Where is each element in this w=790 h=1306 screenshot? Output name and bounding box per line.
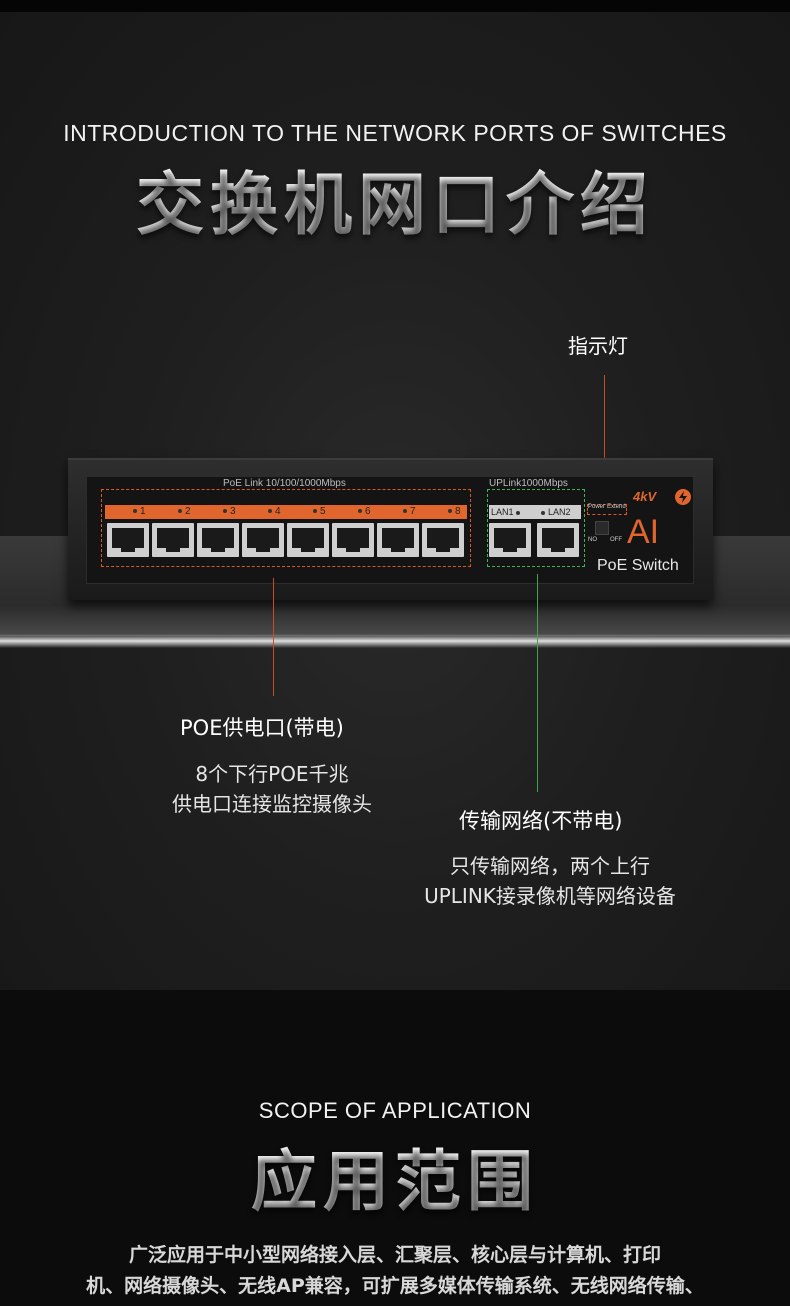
indicator-label: 指示灯 — [568, 334, 628, 358]
uplink-callout-desc-1: 只传输网络，两个上行 — [450, 854, 650, 878]
shelf-glow — [0, 634, 790, 648]
uplink-port — [537, 523, 579, 557]
uplink-group-label: UPLink1000Mbps — [489, 478, 568, 489]
uplink-port-label: LAN2 — [541, 505, 571, 519]
poe-port — [422, 523, 464, 557]
poe-led-strip: 1 2 3 4 5 6 7 8 — [105, 505, 467, 519]
uplink-ports-outline — [487, 489, 585, 567]
intro-en-title: INTRODUCTION TO THE NETWORK PORTS OF SWI… — [63, 120, 727, 146]
indicator-leader-line — [604, 375, 605, 485]
port-number: 7 — [403, 505, 416, 519]
poe-port — [197, 523, 239, 557]
brand-ai: AI — [627, 513, 660, 551]
port-number: 5 — [313, 505, 326, 519]
extend-label: Extend — [607, 504, 626, 510]
poe-port — [242, 523, 284, 557]
poe-ports-outline — [101, 489, 471, 567]
poe-callout-title: POE供电口(带电) — [180, 716, 344, 740]
poe-callout-desc-2: 供电口连接监控摄像头 — [172, 792, 372, 816]
poe-switch-device: PoE Link 10/100/1000Mbps UPLink1000Mbps … — [68, 458, 713, 600]
uplink-port-label: LAN1 — [491, 505, 523, 519]
uplink-callout-desc-2: UPLINK接录像机等网络设备 — [424, 884, 676, 908]
uplink-leader-line — [537, 574, 538, 792]
extend-switch[interactable] — [595, 521, 609, 535]
port-number: 6 — [358, 505, 371, 519]
scope-text-line-1: 广泛应用于中小型网络接入层、汇聚层、核心层与计算机、打印 — [128, 1244, 661, 1266]
front-panel: PoE Link 10/100/1000Mbps UPLink1000Mbps … — [86, 476, 694, 584]
port-number: 2 — [178, 505, 191, 519]
scope-zh-title: 应用范围 — [0, 1142, 790, 1222]
switch-off-label: OFF — [610, 537, 622, 543]
uplink-port — [489, 523, 531, 557]
poe-port — [152, 523, 194, 557]
port-number: 3 — [223, 505, 236, 519]
uplink-callout-title: 传输网络(不带电) — [459, 809, 623, 833]
power-label: Power — [588, 504, 606, 510]
poe-leader-line — [273, 578, 274, 696]
poe-port — [377, 523, 419, 557]
intro-zh-title: 交换机网口介绍 — [0, 164, 790, 248]
port-number: 4 — [268, 505, 281, 519]
switch-on-label: NO — [588, 537, 597, 543]
brand-rating: 4kV — [633, 489, 657, 504]
scope-section — [0, 990, 790, 1306]
poe-callout-desc-1: 8个下行POE千兆 — [195, 762, 349, 786]
top-strip — [0, 0, 790, 12]
power-indicator-outline — [587, 504, 627, 515]
port-number: 8 — [448, 505, 461, 519]
poe-port — [287, 523, 329, 557]
scope-en-title: SCOPE OF APPLICATION — [258, 1098, 532, 1123]
lightning-bolt-icon — [675, 489, 691, 505]
uplink-led-strip: LAN1 LAN2 — [489, 505, 581, 519]
scope-text-line-2: 机、网络摄像头、无线AP兼容，可扩展多媒体传输系统、无线网络传输、 — [86, 1275, 704, 1297]
port-number: 1 — [133, 505, 146, 519]
poe-group-label: PoE Link 10/100/1000Mbps — [223, 478, 346, 489]
poe-port — [107, 523, 149, 557]
poe-port — [332, 523, 374, 557]
brand-name: PoE Switch — [597, 557, 679, 574]
